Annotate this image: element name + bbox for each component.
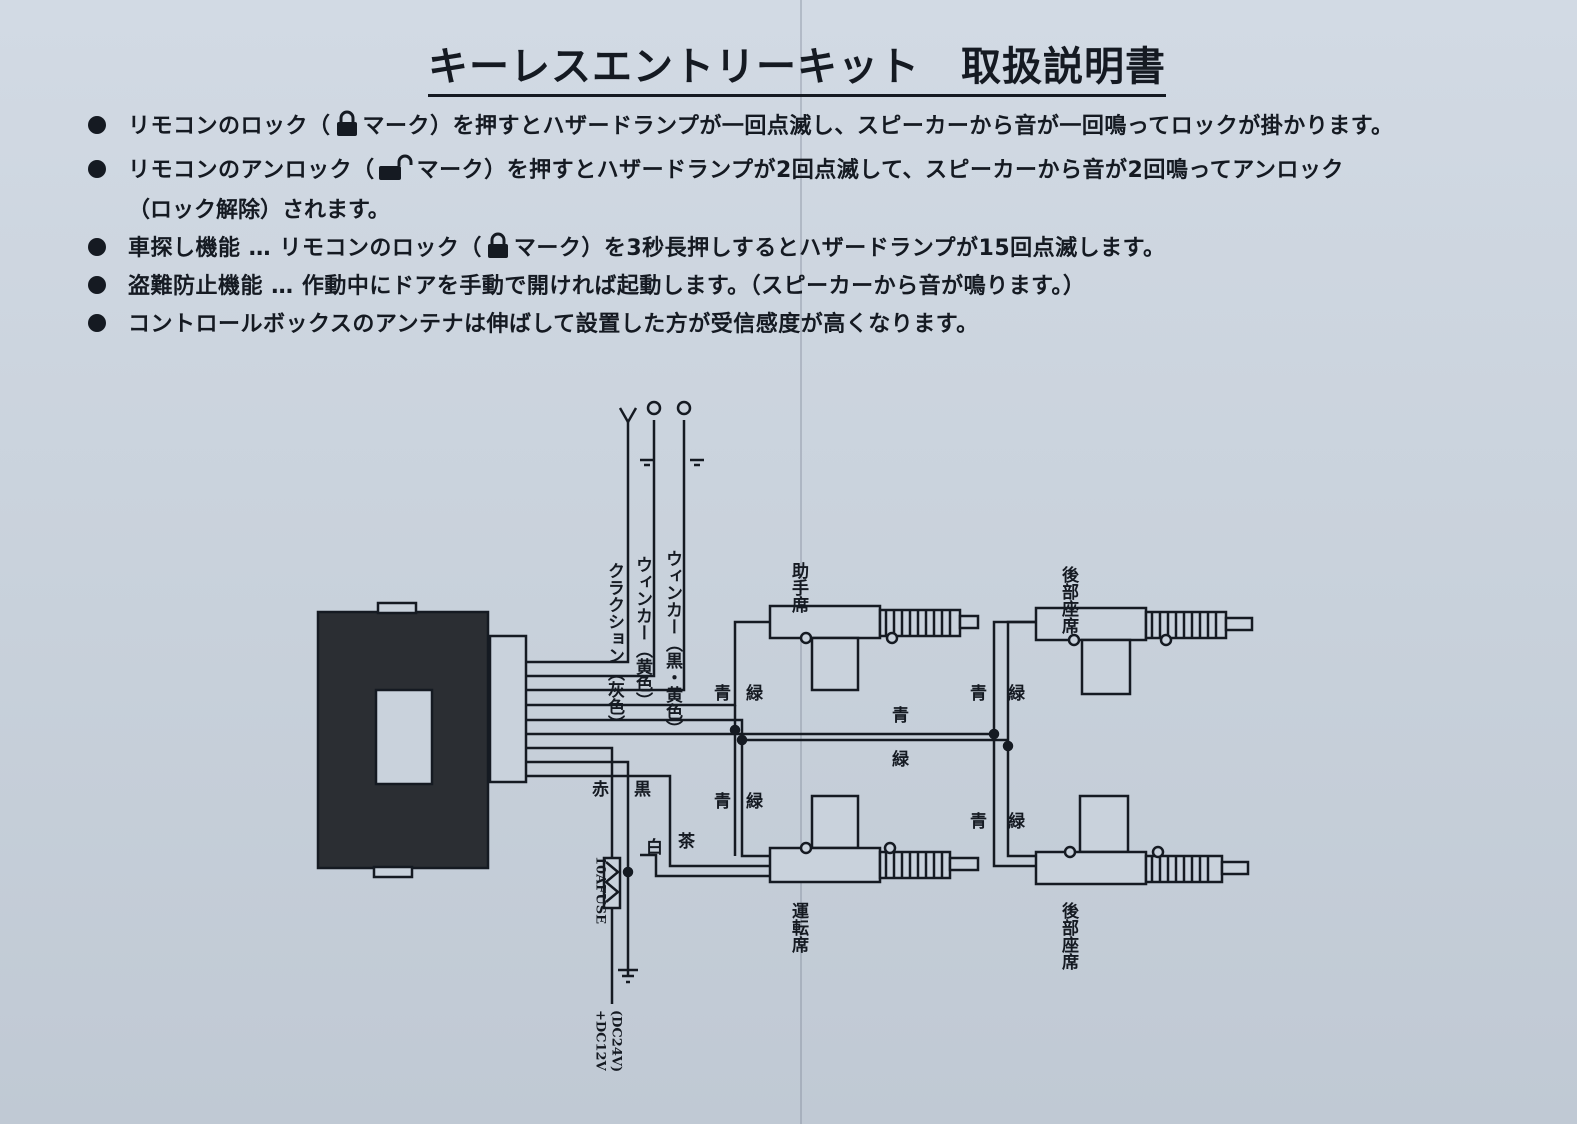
horn-terminal-icon — [618, 407, 638, 425]
wire-red-power — [526, 746, 614, 1004]
label-red-wire: 赤 — [588, 779, 609, 798]
wire-white — [640, 853, 770, 878]
label-blue-2: 青 — [966, 683, 987, 702]
fuse-element-icon — [604, 861, 620, 903]
wire-green-main — [526, 718, 1008, 742]
bullet-unlock-continued: （ロック解除）されます。 — [128, 198, 390, 223]
actuator-rear-bottom — [1034, 794, 1250, 886]
label-power-alt: (DC24V) — [609, 1010, 624, 1072]
label-blue-3: 青 — [710, 791, 731, 810]
ground-icon — [640, 458, 654, 467]
label-horn-wire: クラクション（灰色） — [604, 562, 625, 732]
label-green-1: 緑 — [742, 683, 763, 702]
junction-dot — [988, 728, 1000, 740]
wire-black-ground — [526, 760, 630, 976]
lock-open-icon — [378, 154, 413, 180]
bullet-dot-icon — [88, 314, 106, 332]
label-driver-seat: 運転席 — [788, 902, 809, 954]
lock-closed-icon — [487, 232, 508, 258]
paper-fold-line — [800, 0, 802, 1124]
label-passenger-seat: 助手席 — [788, 561, 809, 614]
label-black-wire: 黒 — [630, 780, 651, 798]
ring-terminal-icon — [646, 400, 662, 416]
connector-block — [488, 634, 528, 784]
junction-dot — [1002, 740, 1014, 752]
bullet-antenna: コントロールボックスのアンテナは伸ばして設置した方が受信感度が高くなります。 — [88, 306, 979, 338]
control-box-tab-top — [376, 601, 418, 615]
wire-winker-1 — [526, 420, 656, 678]
wire-winker-2 — [526, 420, 686, 692]
label-green-3: 緑 — [742, 791, 763, 810]
bullet-anti-theft: 盗難防止機能 … 作動中にドアを手動で開ければ起動します。（スピーカーから音が鳴… — [88, 268, 1085, 300]
page-title: キーレスエントリーキット 取扱説明書 — [428, 34, 1166, 97]
label-blue-1: 青 — [710, 683, 731, 702]
junction-dot — [622, 866, 634, 878]
wire-brown — [526, 774, 770, 868]
junction-dot — [729, 724, 741, 736]
label-green-4: 緑 — [1004, 811, 1025, 830]
control-box-window — [374, 688, 434, 786]
wire-green-rear — [1006, 620, 1036, 858]
bullet-unlock: リモコンのアンロック（マーク）を押すとハザードランプが2回点滅して、スピーカーか… — [88, 152, 1344, 184]
actuator-rear-top — [1034, 606, 1254, 696]
label-winker-wire-1: ウィンカー（黄色） — [632, 556, 653, 709]
ground-icon — [690, 458, 704, 467]
label-blue-main: 青 — [888, 705, 909, 724]
wire-horn — [526, 420, 630, 664]
actuator-driver — [768, 794, 980, 884]
label-brown-wire: 茶 — [674, 831, 695, 850]
wire-green-driver — [740, 740, 770, 858]
label-green-main: 緑 — [888, 749, 909, 768]
bullet-dot-icon — [88, 276, 106, 294]
label-white-wire: 白 — [642, 837, 662, 856]
label-green-2: 緑 — [1004, 683, 1025, 702]
label-winker-wire-2: ウィンカー（黒・黄色） — [662, 550, 683, 737]
wire-blue-rear — [992, 734, 1036, 868]
label-rear-seat-bottom: 後部座席 — [1058, 901, 1079, 971]
bullet-car-finder: 車探し機能 … リモコンのロック（マーク）を3秒長押しするとハザードランプが15… — [88, 230, 1165, 262]
actuator-passenger — [768, 604, 980, 692]
bullet-dot-icon — [88, 238, 106, 256]
wire-blue-passenger — [526, 620, 770, 707]
bullet-dot-icon — [88, 116, 106, 134]
ground-icon — [618, 968, 638, 984]
label-power: +DC12V — [593, 1010, 608, 1072]
actuators — [768, 604, 1254, 886]
control-box-tab-bottom — [372, 865, 414, 879]
lock-closed-icon — [336, 110, 357, 136]
bullet-dot-icon — [88, 160, 106, 178]
ring-terminal-icon — [676, 400, 692, 416]
label-fuse: 10AFUSE — [593, 856, 608, 924]
bullet-lock: リモコンのロック（マーク）を押すとハザードランプが一回点滅し、スピーカーから音が… — [88, 108, 1394, 140]
label-rear-seat-top: 後部座席 — [1058, 565, 1079, 635]
label-blue-4: 青 — [966, 811, 987, 830]
junction-dot — [736, 734, 748, 746]
